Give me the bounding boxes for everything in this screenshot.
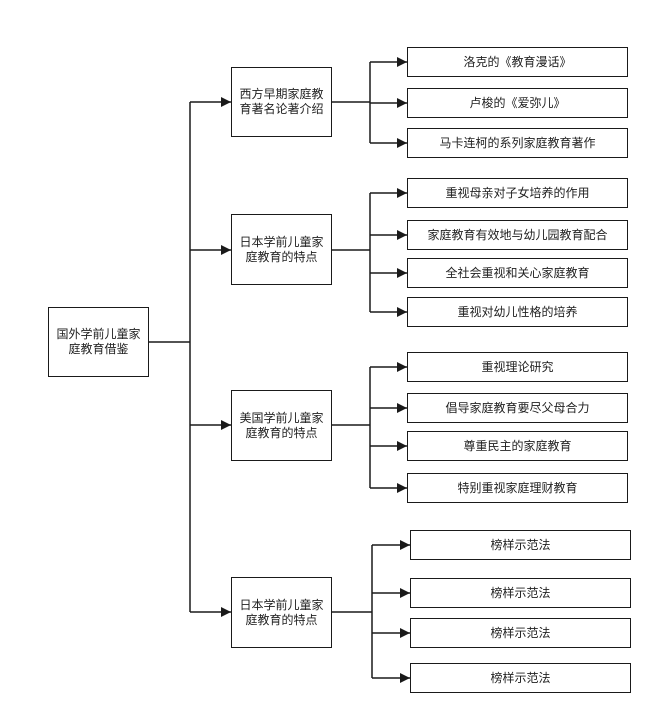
leaf-node: 倡导家庭教育要尽父母合力: [407, 393, 628, 423]
leaf-node: 马卡连柯的系列家庭教育著作: [407, 128, 628, 158]
leaf-node: 特别重视家庭理财教育: [407, 473, 628, 503]
leaf-node-label: 榜样示范法: [490, 625, 551, 640]
leaf-node-label: 重视理论研究: [481, 359, 554, 374]
branch-node: 日本学前儿童家庭教育的特点: [231, 214, 332, 285]
branch-node-label: 美国学前儿童家庭教育的特点: [239, 410, 324, 440]
leaf-node-label: 洛克的《教育漫话》: [463, 54, 572, 69]
leaf-node-label: 全社会重视和关心家庭教育: [445, 265, 590, 280]
leaf-node: 重视理论研究: [407, 352, 628, 382]
leaf-node: 卢梭的《爱弥儿》: [407, 88, 628, 118]
root-node: 国外学前儿童家庭教育借鉴: [48, 307, 149, 377]
leaf-node: 榜样示范法: [410, 618, 631, 648]
branch-node: 西方早期家庭教育著名论著介绍: [231, 67, 332, 137]
leaf-node: 尊重民主的家庭教育: [407, 431, 628, 461]
leaf-node-label: 马卡连柯的系列家庭教育著作: [439, 135, 596, 150]
leaf-node-label: 尊重民主的家庭教育: [463, 438, 572, 453]
leaf-node: 榜样示范法: [410, 530, 631, 560]
leaf-node-label: 倡导家庭教育要尽父母合力: [445, 400, 590, 415]
leaf-node: 榜样示范法: [410, 663, 631, 693]
leaf-node: 家庭教育有效地与幼儿园教育配合: [407, 220, 628, 250]
leaf-node: 重视对幼儿性格的培养: [407, 297, 628, 327]
branch-node-label: 西方早期家庭教育著名论著介绍: [239, 87, 324, 116]
leaf-node-label: 榜样示范法: [490, 585, 551, 600]
leaf-node-label: 特别重视家庭理财教育: [457, 480, 578, 495]
leaf-node-label: 重视对幼儿性格的培养: [457, 304, 578, 319]
branch-node-label: 日本学前儿童家庭教育的特点: [239, 597, 324, 627]
branch-node: 日本学前儿童家庭教育的特点: [231, 577, 332, 648]
leaf-node: 全社会重视和关心家庭教育: [407, 258, 628, 288]
leaf-node-label: 榜样示范法: [490, 537, 551, 552]
leaf-node-label: 家庭教育有效地与幼儿园教育配合: [427, 227, 608, 242]
leaf-node-label: 重视母亲对子女培养的作用: [445, 185, 590, 200]
leaf-node: 重视母亲对子女培养的作用: [407, 178, 628, 208]
branch-node-label: 日本学前儿童家庭教育的特点: [239, 234, 324, 264]
leaf-node: 榜样示范法: [410, 578, 631, 608]
root-node-label: 国外学前儿童家庭教育借鉴: [56, 327, 141, 356]
leaf-node: 洛克的《教育漫话》: [407, 47, 628, 77]
branch-node: 美国学前儿童家庭教育的特点: [231, 390, 332, 461]
leaf-node-label: 榜样示范法: [490, 670, 551, 685]
leaf-node-label: 卢梭的《爱弥儿》: [469, 95, 566, 110]
